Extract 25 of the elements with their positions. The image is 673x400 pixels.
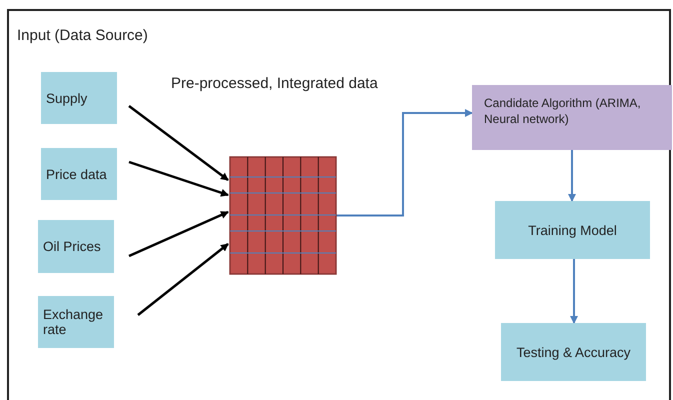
arrow bbox=[128, 105, 229, 181]
box-label: Testing & Accuracy bbox=[516, 344, 631, 360]
box-label: Training Model bbox=[528, 222, 617, 238]
process-box bbox=[472, 85, 672, 150]
data-caption: Pre-processed, Integrated data bbox=[171, 75, 378, 92]
process-box bbox=[495, 201, 650, 259]
process-box bbox=[38, 296, 114, 348]
arrow bbox=[570, 259, 578, 324]
process-box bbox=[41, 148, 117, 200]
arrow bbox=[568, 150, 576, 202]
box-label: Exchange rate bbox=[43, 307, 104, 337]
arrow bbox=[137, 243, 229, 316]
frame-heading: Input (Data Source) bbox=[17, 27, 148, 44]
box-label: Oil Prices bbox=[43, 239, 101, 254]
process-box bbox=[38, 220, 114, 273]
process-box bbox=[41, 72, 117, 124]
arrow bbox=[128, 160, 229, 197]
arrow bbox=[336, 109, 473, 216]
box-label: Price data bbox=[46, 166, 107, 182]
arrow bbox=[128, 210, 229, 258]
box-label: Supply bbox=[46, 90, 88, 106]
process-box bbox=[501, 323, 646, 381]
box-label: Candidate Algorithm (ARIMA, Neural network) bbox=[484, 95, 642, 128]
diagram-frame bbox=[7, 9, 671, 400]
data-grid-drawing bbox=[230, 157, 336, 274]
